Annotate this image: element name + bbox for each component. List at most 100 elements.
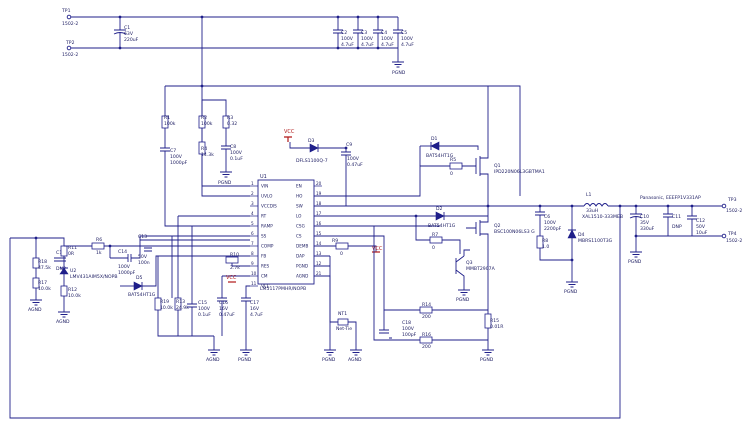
r7-ref: R7 [432,232,438,238]
u1-pin-name: AGND [296,274,308,279]
u1-pin-name: COMP [261,244,274,249]
tp1-terminal[interactable] [66,14,72,20]
c3-v1: 100V [361,36,374,42]
r8-v1: 1.0 [542,244,549,250]
c10-v2: 330uF [640,226,655,232]
q2-symbol[interactable] [466,206,489,250]
r19-v1: 10.0k [160,305,173,311]
c13-ref: C13 [138,234,147,240]
q3-ref: Q3 [466,260,473,266]
agnd-r17-label: AGND [28,307,42,313]
u1-pin-number: 10 [251,271,257,276]
agnd-nt1-label: AGND [348,357,362,363]
tp3-part: 1502-2 [726,208,742,214]
r17-v1: 10.0k [38,286,51,292]
r10-resistor[interactable] [225,256,239,264]
u1-pin-name: FB [261,254,266,259]
bootstrap-section: VCC D3 DFLS1100Q-7 C9 100V 0.47uF [284,129,363,206]
c1-v2: 220uF [124,37,139,43]
u1-pin-name: DEMB [296,244,308,249]
u1-pin-number: 13 [316,251,322,256]
r6-resistor[interactable] [91,242,105,250]
nt1-v1: Net-Tie [336,326,352,332]
c7-v2: 1000pF [170,160,188,166]
tp2-terminal[interactable] [66,45,72,51]
c10-v1: 35V [640,220,650,226]
c17-v2: 4.7uF [250,312,263,318]
r2-v1: 100k [201,121,213,127]
tp3-terminal[interactable] [721,203,727,209]
tp2-part: 1502-2 [62,52,78,58]
agnd-nt1-symbol [350,349,362,356]
r16-ref: R16 [422,332,431,338]
u1-pin-number: 21 [316,271,322,276]
output-section: Panasonic, EEEFP1V331AP C10 35V 330uF C1… [628,195,742,265]
pgnd-c8-symbol [220,171,232,178]
c7-ref: C7 [170,148,176,154]
d4-diode[interactable] [567,229,577,239]
c15-ref: C15 [198,300,207,306]
tp1-part: 1502-2 [62,21,78,27]
tp4-part: 1502-2 [726,238,742,244]
d5-v1: BAT54HT1G [128,292,156,298]
nt1-net-tie[interactable] [337,318,349,326]
u1-pin-name: EN [296,184,302,189]
r15-v1: 0.01R [490,324,504,330]
r4-v1: 14.3k [201,152,214,158]
u1-pin-number: 9 [251,261,254,266]
c4-v1: 100V [381,36,394,42]
u1-pin-name: RT [261,214,267,219]
c3-symbol [353,17,363,48]
vcc-label-left: VCC [226,275,237,281]
r12-resistor[interactable] [60,285,68,297]
r17-ref: R17 [38,280,47,286]
d1-v1: BAT54HT1G [426,153,454,159]
pgnd-u1-symbol [324,349,336,356]
r5-ref: R5 [450,157,456,163]
c5-ref: C5 [401,30,407,36]
u1-pin-name: RAMP [261,224,273,229]
u1-pin-number: 19 [316,191,322,196]
c12-v2: 10uF [696,230,708,236]
l1-v2: XAL1510-333MEB [582,214,623,220]
r6-ref: R6 [96,237,102,243]
c13-v1: 50V [138,254,148,260]
agnd-u2-symbol [58,311,70,318]
c5-v1: 100V [401,36,414,42]
d5-diode[interactable] [133,281,143,291]
pgnd-q3-label: PGND [456,297,470,303]
q1-ref: Q1 [494,163,501,169]
c11-ref: C11 [672,214,681,220]
sense-section: R9 0 VCC NT1 Net-Tie PGND AGND C18 100V … [314,226,504,363]
tp4-terminal[interactable] [721,233,727,239]
r2-ref: R2 [201,115,207,121]
d2-diode[interactable] [435,211,445,221]
nt1-ref: NT1 [338,311,347,317]
c1-ref: C1 [124,25,130,31]
pgnd-u1-label: PGND [322,357,336,363]
c15-v2: 0.1uF [198,312,211,318]
d4-ref: D4 [578,232,585,238]
c6-v2: 2200pF [544,226,562,232]
uvlo-section: R1 100k C7 100V 1000pF R2 100k R4 14.3k … [160,17,521,227]
feedback-section: R18 47.5k R17 10.0k AGND C19 DNP R11 0R … [9,204,622,419]
c16-v2: 0.47uF [219,312,235,318]
q1-symbol[interactable] [462,140,489,196]
r5-resistor[interactable] [449,162,463,170]
d1-diode[interactable] [430,141,440,151]
u1-pin-name: CS [296,234,302,239]
pgnd-c8-label: PGND [218,180,232,186]
r12-v1: 10.0k [68,293,81,299]
c7-v1: 100V [170,154,183,160]
agnd-r17-symbol [30,299,42,306]
r18-ref: R18 [38,259,47,265]
u1-pin-name: VCCDIS [261,204,277,209]
u1-pin-number: 1 [251,181,254,186]
d3-diode[interactable] [309,143,319,153]
r11-resistor[interactable] [60,245,68,257]
l1-inductor[interactable] [583,203,609,207]
r13-ref: R13 [176,299,185,305]
c9-v1: 100V [347,156,360,162]
q3-symbol[interactable] [455,249,470,290]
